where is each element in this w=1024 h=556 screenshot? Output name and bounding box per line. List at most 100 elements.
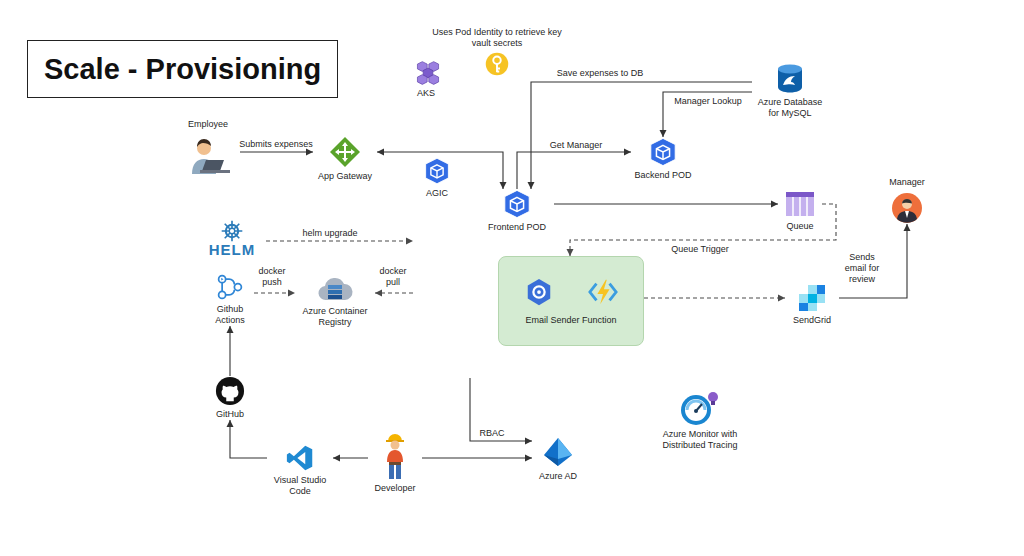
circle-shape <box>486 53 509 76</box>
connector <box>528 82 753 189</box>
connector <box>517 149 631 190</box>
path-shape <box>222 279 234 295</box>
title-text: Scale - Provisioning <box>44 53 321 85</box>
service-icon <box>221 220 243 242</box>
service-node: GitHub <box>208 376 252 420</box>
service-node: Github Actions <box>206 273 254 326</box>
connector <box>422 455 532 462</box>
rect-shape <box>328 290 342 294</box>
arrow-head <box>525 455 532 462</box>
arrow-head <box>771 201 778 208</box>
circle-shape <box>229 228 235 234</box>
function-icon <box>588 277 618 307</box>
arrow-head <box>406 238 413 245</box>
edge-label: Submits expenses <box>237 139 315 150</box>
service-icon <box>502 189 532 219</box>
path-shape <box>426 158 449 183</box>
path-shape <box>783 76 795 85</box>
service-icon <box>286 444 314 472</box>
connector-line <box>377 152 503 189</box>
connector-line <box>663 92 752 137</box>
edge-label: Save expenses to DB <box>552 68 648 79</box>
connector <box>227 420 268 458</box>
service-node: Uses Pod Identity to retrieve key vault … <box>428 27 566 76</box>
path-shape <box>510 201 523 212</box>
edge-label: helm upgrade <box>297 228 363 239</box>
arrow-head <box>567 249 574 256</box>
circle-shape <box>219 291 226 298</box>
circle-shape <box>685 399 707 421</box>
path-shape <box>197 139 211 147</box>
rect-shape <box>200 170 230 173</box>
path-shape <box>902 199 912 204</box>
path-shape <box>656 149 669 160</box>
connector <box>554 201 778 208</box>
path-shape <box>528 278 551 304</box>
path-shape <box>330 137 360 167</box>
connector-line <box>644 297 785 298</box>
circle-shape <box>391 441 400 450</box>
path-shape <box>335 142 355 162</box>
service-node: Azure Database for MySQL <box>752 62 828 119</box>
g-shape <box>219 276 242 299</box>
path-shape <box>505 190 529 217</box>
path-shape <box>597 279 609 303</box>
region-outline <box>414 59 765 378</box>
arrow-head <box>375 290 382 297</box>
service-icon <box>785 190 815 218</box>
path-shape <box>431 165 443 178</box>
node-label: Queue <box>778 221 822 232</box>
node-label: GitHub <box>208 409 252 420</box>
circle-shape <box>533 286 544 297</box>
service-icon <box>891 192 923 224</box>
service-node: HELM <box>198 220 266 258</box>
rect-shape <box>808 285 817 294</box>
arrow-head <box>904 224 911 231</box>
edge-label: RBAC <box>477 428 507 439</box>
node-label: App Gateway <box>313 171 377 182</box>
service-node: Queue <box>778 190 822 232</box>
connector-line <box>554 203 778 204</box>
edge-label: docker pull <box>377 266 409 288</box>
ellipse-shape <box>778 65 802 74</box>
rect-shape <box>799 303 808 311</box>
cluster-icon <box>415 60 441 86</box>
rect-shape <box>786 192 814 216</box>
circle-shape <box>226 225 238 237</box>
path-shape <box>222 386 239 401</box>
path-shape <box>793 197 807 216</box>
path-shape <box>656 145 669 159</box>
path-shape <box>429 75 439 85</box>
circle-shape <box>681 395 711 425</box>
rect-shape <box>799 294 808 303</box>
rect-shape <box>808 303 817 311</box>
path-shape <box>417 75 427 85</box>
arrow-head <box>227 326 234 333</box>
circle-shape <box>902 199 912 209</box>
rect-shape <box>711 401 715 405</box>
service-icon <box>542 436 574 468</box>
service-icon <box>186 134 230 174</box>
service-node: Azure Monitor with Distributed Tracing <box>653 390 747 451</box>
node-label: AGIC <box>418 188 456 199</box>
circle-shape <box>537 290 541 294</box>
path-shape <box>905 211 909 218</box>
node-label: Azure Container Registry <box>295 306 375 328</box>
service-node: Developer <box>368 432 422 494</box>
path-shape <box>544 455 558 466</box>
circle-shape <box>892 193 922 223</box>
path-shape <box>221 278 223 281</box>
node-label: Manager <box>880 177 934 188</box>
node-label: Backend POD <box>631 170 695 181</box>
path-shape <box>202 160 224 171</box>
node-label: Uses Pod Identity to retrieve key vault … <box>428 27 566 49</box>
service-node: Frontend POD <box>480 189 554 233</box>
circle-shape <box>234 284 241 291</box>
circle-shape <box>219 276 226 283</box>
rect-shape <box>808 294 817 303</box>
title-box: Scale - Provisioning <box>27 40 338 98</box>
service-icon <box>383 432 407 480</box>
arrow-head <box>377 149 384 156</box>
function-icon <box>524 277 554 307</box>
